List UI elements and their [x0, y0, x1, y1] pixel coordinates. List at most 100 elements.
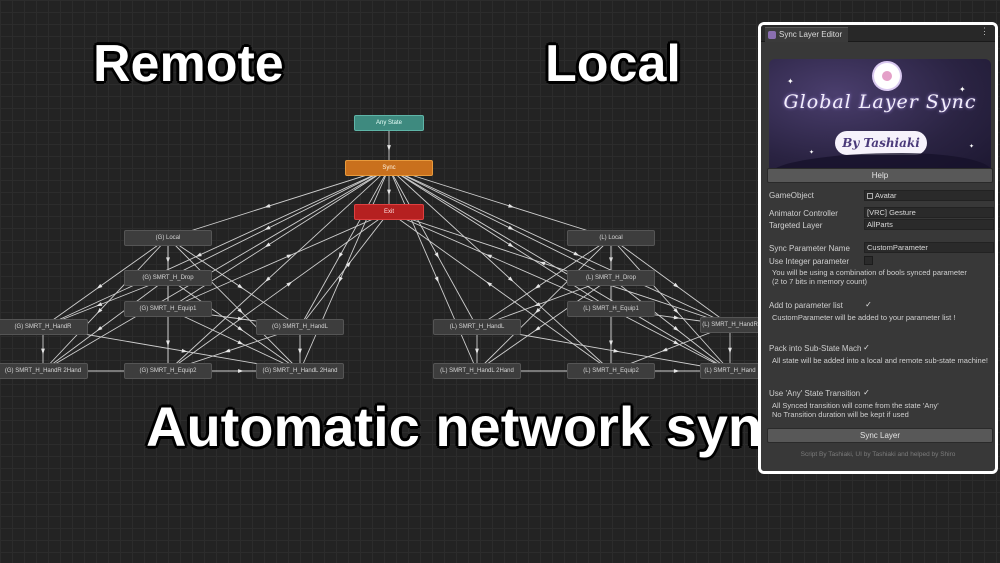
transition-arrow	[286, 281, 293, 287]
transition-line[interactable]	[610, 237, 731, 372]
help-button[interactable]: Help	[767, 168, 993, 183]
transition-line[interactable]	[299, 211, 390, 328]
transition-arrow	[224, 348, 231, 353]
transition-line[interactable]	[610, 308, 731, 372]
transition-line[interactable]	[167, 167, 390, 372]
transition-line[interactable]	[167, 167, 390, 279]
sparkle-icon: ✦	[969, 144, 975, 150]
state-g-handr[interactable]: (G) SMRT_H_HandR	[0, 319, 88, 335]
state-g-equip2[interactable]: (G) SMRT_H_Equip2	[124, 363, 212, 379]
state-any-state[interactable]: Any State	[354, 115, 424, 131]
transition-line[interactable]	[388, 167, 478, 372]
transition-line[interactable]	[388, 167, 612, 279]
transition-arrow	[237, 307, 243, 314]
transition-line[interactable]	[388, 167, 731, 372]
transition-line[interactable]	[476, 237, 612, 328]
state-l-drop[interactable]: (L) SMRT_H_Drop	[567, 270, 655, 286]
flower-logo-icon	[874, 63, 900, 89]
state-l-equip2[interactable]: (L) SMRT_H_Equip2	[567, 363, 655, 379]
transition-line[interactable]	[42, 167, 390, 372]
state-l-handl[interactable]: (L) SMRT_H_HandL	[433, 319, 521, 335]
credits-footer: Script By Tashiaki, UI by Tashiaki and h…	[800, 451, 956, 458]
transition-line[interactable]	[388, 167, 612, 239]
state-g-handl[interactable]: (G) SMRT_H_HandL	[256, 319, 344, 335]
use-integer-checkbox[interactable]	[864, 256, 873, 265]
transition-line[interactable]	[167, 237, 301, 372]
state-g-local[interactable]: (G) Local	[124, 230, 212, 246]
more-options-icon[interactable]: ⋮	[980, 26, 989, 36]
state-l-handr-2hand[interactable]: (L) SMRT_H_Hand	[700, 363, 760, 379]
transition-line[interactable]	[610, 277, 731, 372]
transition-arrow	[237, 340, 244, 345]
transition-arrow	[573, 251, 580, 256]
state-exit[interactable]: Exit	[354, 204, 424, 220]
state-g-drop[interactable]: (G) SMRT_H_Drop	[124, 270, 212, 286]
transition-line[interactable]	[388, 211, 731, 326]
transition-arrow	[96, 283, 103, 289]
transition-arrow	[507, 276, 514, 282]
local-caption: Local	[545, 35, 681, 93]
pack-substate-label: Pack into Sub-State Mach	[769, 344, 862, 353]
state-g-handr-2hand[interactable]: (G) SMRT_H_HandR 2Hand	[0, 363, 88, 379]
transition-arrow	[345, 261, 351, 267]
transition-line[interactable]	[42, 167, 390, 328]
transition-line[interactable]	[388, 211, 612, 372]
transition-line[interactable]	[42, 237, 169, 328]
transition-arrow	[265, 276, 271, 282]
transition-line[interactable]	[42, 277, 169, 372]
transition-line[interactable]	[42, 277, 169, 328]
transition-arrow	[264, 225, 271, 230]
animator-controller-field[interactable]: [VRC] Gesture	[864, 207, 994, 218]
add-parameter-checkbox[interactable]: ✓	[865, 300, 872, 309]
transition-arrow	[264, 203, 271, 208]
transition-line[interactable]	[299, 167, 390, 328]
transition-line[interactable]	[476, 277, 612, 372]
state-l-equip1[interactable]: (L) SMRT_H_Equip1	[567, 301, 655, 317]
transition-arrow	[338, 276, 343, 283]
add-parameter-help: CustomParameter will be added to your pa…	[772, 313, 956, 322]
transition-arrow	[195, 252, 202, 257]
state-l-handl-2hand[interactable]: (L) SMRT_H_HandL 2Hand	[433, 363, 521, 379]
transition-line[interactable]	[476, 277, 612, 328]
transition-arrow	[434, 252, 439, 259]
transition-arrow	[237, 283, 244, 289]
transition-line[interactable]	[167, 277, 301, 372]
transition-line[interactable]	[388, 167, 612, 372]
pack-substate-checkbox[interactable]: ✓	[863, 343, 870, 352]
transition-line[interactable]	[388, 167, 731, 326]
state-l-local[interactable]: (L) Local	[567, 230, 655, 246]
transition-arrow	[485, 254, 493, 259]
transition-arrow	[507, 225, 514, 230]
transition-arrow	[41, 348, 45, 355]
sync-parameter-input[interactable]: CustomParameter	[864, 242, 994, 253]
gameobject-field[interactable]: Avatar	[864, 190, 994, 201]
transition-line[interactable]	[610, 237, 731, 326]
state-g-handl-2hand[interactable]: (G) SMRT_H_HandL 2Hand	[256, 363, 344, 379]
editor-window-icon	[768, 31, 776, 39]
transition-line[interactable]	[167, 237, 301, 328]
transition-line[interactable]	[167, 211, 390, 310]
logo-banner: ✦ ✦ ✦ ✦ Global Layer Sync By Tashiaki	[769, 59, 991, 175]
transition-line[interactable]	[42, 237, 169, 372]
transition-arrow	[673, 369, 680, 373]
state-g-equip1[interactable]: (G) SMRT_H_Equip1	[124, 301, 212, 317]
targeted-layer-dropdown[interactable]: AllParts	[864, 219, 994, 230]
tab-sync-layer-editor[interactable]: Sync Layer Editor	[765, 27, 849, 42]
transition-line[interactable]	[167, 167, 390, 239]
transition-arrow	[534, 283, 541, 289]
transition-arrow	[97, 307, 103, 314]
transition-line[interactable]	[388, 211, 612, 310]
transition-line[interactable]	[167, 211, 390, 372]
state-l-handr[interactable]: (L) SMRT_H_HandR	[700, 317, 760, 333]
transition-arrow	[613, 348, 620, 353]
sync-layer-button[interactable]: Sync Layer	[767, 428, 993, 443]
gameobject-icon	[867, 193, 873, 199]
transition-line[interactable]	[167, 308, 301, 372]
state-sync[interactable]: Sync	[345, 160, 433, 176]
any-state-transition-label: Use 'Any' State Transition	[769, 389, 861, 398]
transition-line[interactable]	[388, 167, 478, 328]
transition-arrow	[673, 282, 680, 288]
any-state-transition-checkbox[interactable]: ✓	[863, 388, 870, 397]
animator-controller-label: Animator Controller	[769, 209, 838, 218]
transition-arrow	[338, 252, 343, 259]
